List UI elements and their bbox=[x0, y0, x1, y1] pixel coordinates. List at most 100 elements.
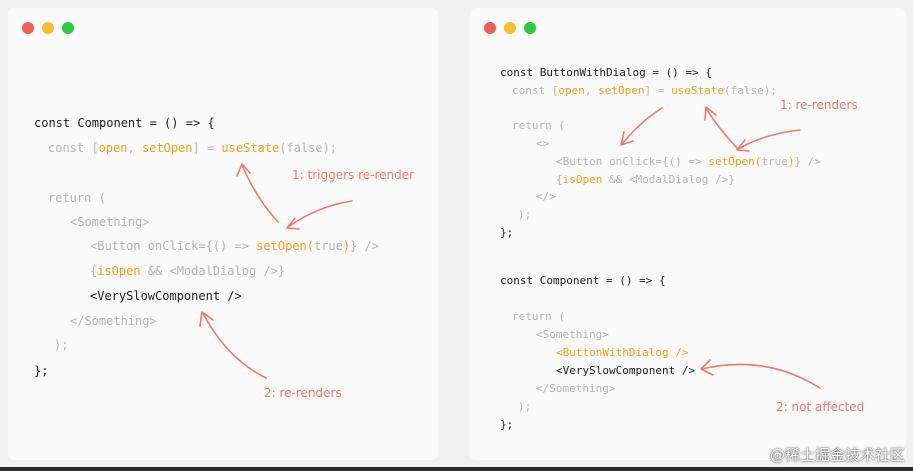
close-dot bbox=[484, 22, 496, 34]
code-token: }; bbox=[500, 226, 514, 239]
code-token: return ( bbox=[512, 310, 565, 323]
arrow-head-return bbox=[620, 131, 634, 146]
code-token: { bbox=[556, 173, 563, 186]
code-token: <Button onClick={() => bbox=[90, 239, 257, 253]
code-token: const Component = () => { bbox=[500, 274, 666, 287]
code-token: </Something> bbox=[70, 314, 157, 328]
annotation-rerenders: 1: re-renders bbox=[780, 98, 858, 112]
code-token: true bbox=[313, 239, 343, 253]
code-line: {isOpen && <ModalDialog />} bbox=[90, 265, 285, 277]
watermark: @稀土掘金技术社区 bbox=[769, 446, 905, 464]
arrow-to-veryslow bbox=[202, 312, 267, 379]
code-token: (false); bbox=[723, 84, 777, 97]
code-token: , bbox=[127, 141, 142, 155]
arrow-head-usestate bbox=[236, 163, 251, 177]
code-token: ); bbox=[54, 338, 69, 352]
code-token: true bbox=[761, 155, 788, 168]
code-line: }; bbox=[34, 365, 48, 377]
code-token: <Button onClick={() => bbox=[556, 155, 709, 168]
minimize-dot bbox=[504, 22, 516, 34]
code-token: const [ bbox=[48, 141, 99, 155]
code-line: const [open, setOpen] = useState(false); bbox=[48, 142, 337, 154]
code-line: <> bbox=[536, 138, 549, 149]
code-token: && <ModalDialog />} bbox=[602, 173, 735, 186]
code-line: {isOpen && <ModalDialog />} bbox=[556, 174, 735, 185]
code-token: ] = bbox=[192, 141, 222, 155]
code-token: (false); bbox=[279, 141, 338, 155]
code-token: } /> bbox=[350, 239, 380, 253]
code-line: return ( bbox=[512, 120, 565, 131]
code-token: </Something> bbox=[536, 382, 616, 395]
arrow-to-usestate bbox=[705, 107, 739, 150]
code-line: <Something> bbox=[70, 216, 149, 228]
code-line: </> bbox=[536, 191, 556, 202]
window-controls bbox=[484, 22, 536, 34]
arrow-to-return bbox=[621, 107, 663, 145]
arrow-to-button bbox=[287, 200, 353, 228]
code-token: && <ModalDialog />} bbox=[140, 264, 286, 278]
code-line: <VerySlowComponent /> bbox=[90, 290, 242, 302]
code-token: { bbox=[90, 264, 98, 278]
code-token: useState bbox=[670, 84, 724, 97]
code-token: }; bbox=[500, 418, 514, 431]
arrow-head-setopen bbox=[736, 139, 750, 152]
code-token: setOpen bbox=[598, 84, 645, 97]
code-line: <Something> bbox=[536, 329, 609, 340]
code-token: useState bbox=[221, 141, 280, 155]
maximize-dot bbox=[524, 22, 536, 34]
code-line: const ButtonWithDialog = () => { bbox=[500, 67, 712, 78]
code-token: open bbox=[558, 84, 585, 97]
code-token: setOpen bbox=[141, 141, 193, 155]
code-token: , bbox=[584, 84, 599, 97]
code-line: ); bbox=[518, 401, 531, 412]
code-token: </> bbox=[536, 190, 556, 203]
code-token: const ButtonWithDialog = () => { bbox=[500, 66, 712, 79]
window-controls bbox=[22, 22, 74, 34]
code-line: <VerySlowComponent /> bbox=[556, 365, 695, 376]
arrows-right bbox=[620, 106, 821, 389]
code-token: return ( bbox=[48, 191, 106, 205]
code-panel-right: const ButtonWithDialog = () => { const [o… bbox=[470, 8, 906, 460]
arrow-to-usestate bbox=[241, 164, 279, 223]
code-token: <Something> bbox=[536, 328, 609, 341]
annotation-rerenders: 2: re-renders bbox=[264, 386, 342, 400]
code-line: <ButtonWithDialog /> bbox=[556, 347, 688, 358]
arrow-to-veryslow bbox=[701, 363, 821, 389]
code-token: ); bbox=[518, 400, 532, 413]
code-line: <Button onClick={() => setOpen(true)} /> bbox=[90, 240, 379, 252]
code-token: }; bbox=[34, 364, 49, 378]
code-token: ) bbox=[342, 239, 351, 253]
code-token: isOpen bbox=[562, 173, 603, 186]
arrow-head-usestate bbox=[704, 106, 717, 121]
code-line: return ( bbox=[48, 192, 106, 204]
code-token: <> bbox=[536, 137, 550, 150]
code-line: ); bbox=[54, 339, 68, 351]
arrow-head-veryslow bbox=[199, 311, 214, 327]
code-line: }; bbox=[500, 227, 513, 238]
code-line: }; bbox=[500, 419, 513, 430]
code-token: open bbox=[98, 141, 128, 155]
code-token: <VerySlowComponent /> bbox=[556, 364, 696, 377]
arrow-head-veryslow bbox=[700, 359, 714, 376]
code-token: } /> bbox=[794, 155, 821, 168]
annotation-triggers-rerender: 1: triggers re-render bbox=[292, 168, 415, 182]
bottom-bar bbox=[0, 467, 913, 471]
code-token: return ( bbox=[512, 119, 565, 132]
maximize-dot bbox=[62, 22, 74, 34]
code-token: <VerySlowComponent /> bbox=[90, 289, 242, 303]
arrow-to-setopen bbox=[737, 129, 801, 150]
annotation-not-affected: 2: not affected bbox=[776, 400, 865, 414]
code-panel-left: const Component = () => { const [open, se… bbox=[8, 8, 438, 460]
arrow-head-button bbox=[286, 217, 300, 230]
code-token: ] = bbox=[644, 84, 671, 97]
code-line: const Component = () => { bbox=[34, 117, 215, 129]
arrows-left bbox=[199, 163, 353, 379]
code-line: <Button onClick={() => setOpen(true)} /> bbox=[556, 156, 821, 167]
code-line: const [open, setOpen] = useState(false); bbox=[512, 85, 777, 96]
code-line: </Something> bbox=[70, 315, 157, 327]
code-line: </Something> bbox=[536, 383, 615, 394]
minimize-dot bbox=[42, 22, 54, 34]
code-token: const [ bbox=[512, 84, 559, 97]
code-token: ); bbox=[518, 208, 532, 221]
code-token: setOpen( bbox=[708, 155, 762, 168]
